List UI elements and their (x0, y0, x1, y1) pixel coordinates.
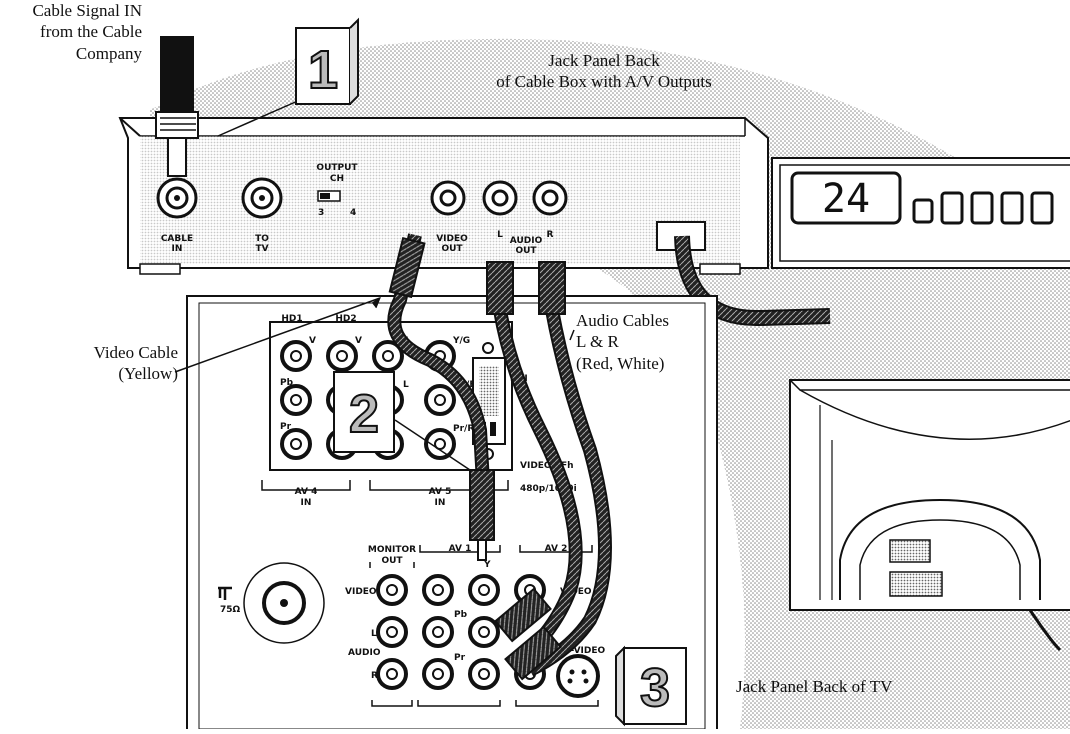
hd2-label: HD2 (335, 314, 356, 324)
cable-signal-in-label: Cable Signal IN from the Cable Company (6, 0, 142, 64)
to-tv-jack (243, 179, 281, 217)
audio-l-label: L (497, 230, 503, 240)
cable-in-jack (158, 179, 196, 217)
audio-l-jack (484, 182, 516, 214)
y-label: Y (483, 560, 491, 570)
v-label: V (309, 336, 316, 346)
pb-label: Pb (280, 378, 294, 388)
pr-label-lower: Pr (454, 653, 466, 663)
pb-label-lower: Pb (454, 610, 468, 620)
step-3-number: 3 (640, 658, 670, 718)
yg-label: Y/G (452, 336, 470, 346)
step-1-marker: 1 (296, 20, 358, 104)
audio-l-label-tv: L (371, 629, 377, 639)
audio-r-label: R (547, 230, 554, 240)
channel-display-value: 24 (822, 176, 870, 222)
monitor-out-label-2: OUT (381, 556, 403, 566)
pr-label: Pr (280, 422, 292, 432)
video-out-label: VIDEO (436, 234, 468, 244)
audio-out-label: AUDIO (510, 236, 543, 246)
ohm-label: 75Ω (220, 605, 241, 615)
av4-in-label: IN (301, 498, 312, 508)
cable-box: CABLE IN TO TV OUTPUT CH 3 4 VIDEO OUT L… (120, 118, 768, 274)
output-ch-label: OUTPUT (316, 163, 358, 173)
cable-in-label: CABLE (161, 234, 193, 244)
v2-label: V (355, 336, 362, 346)
audio-cables-label: Audio Cables L & R (Red, White) (576, 310, 716, 374)
cable-box-panel-label: Jack Panel Back of Cable Box with A/V Ou… (446, 50, 762, 93)
audio-label-tv: AUDIO (348, 648, 381, 658)
av5-in-label: IN (435, 498, 446, 508)
l-label: L (403, 380, 409, 390)
receiver-button (1032, 193, 1052, 223)
hd1-label: HD1 (281, 314, 302, 324)
receiver-button (942, 193, 962, 223)
output-ch-4: 4 (350, 208, 356, 218)
video-2fh-label: VIDEO 2Fh (520, 461, 574, 471)
audio-out-label-2: OUT (515, 246, 537, 256)
audio-r-jack (534, 182, 566, 214)
video-out-label-2: OUT (441, 244, 463, 254)
step-1-number: 1 (308, 40, 338, 100)
audio-r-label-tv: R (371, 671, 378, 681)
av4-label: AV 4 (295, 487, 318, 497)
cable-receiver: 24 (772, 158, 1070, 268)
video-cable-label: Video Cable (Yellow) (42, 342, 178, 385)
receiver-button (972, 193, 992, 223)
av2-label: AV 2 (545, 544, 568, 554)
video-label: VIDEO (345, 587, 377, 597)
step-2-number: 2 (349, 384, 379, 444)
to-tv-label-2: TV (255, 244, 268, 254)
video-out-jack (432, 182, 464, 214)
tv-panel-label: Jack Panel Back of TV (736, 676, 976, 697)
cable-in-label-2: IN (172, 244, 183, 254)
step-3-marker: 3 (616, 648, 686, 724)
output-ch-3: 3 (318, 208, 324, 218)
output-ch-switch (318, 191, 340, 201)
prr-label: Pr/R (453, 424, 474, 434)
receiver-button (914, 200, 932, 222)
s-video-jack (558, 656, 598, 696)
step-2-marker: 2 (334, 372, 394, 452)
tv-back-illustration (790, 380, 1070, 650)
av1-label: AV 1 (449, 544, 472, 554)
output-ch-label-2: CH (330, 174, 344, 184)
to-tv-label: TO (255, 234, 269, 244)
monitor-out-label: MONITOR (368, 545, 416, 555)
receiver-button (1002, 193, 1022, 223)
av5-label: AV 5 (429, 487, 452, 497)
